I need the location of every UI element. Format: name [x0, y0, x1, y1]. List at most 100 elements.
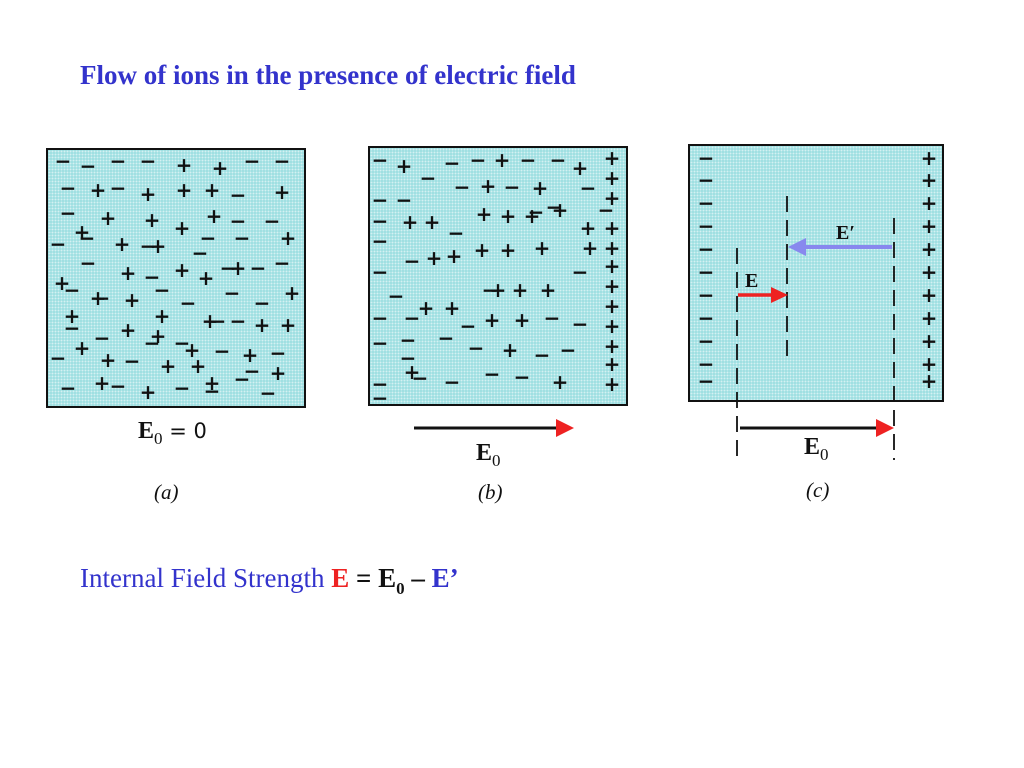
caption-a: (a) — [154, 480, 179, 504]
negative-ion-symbol: − — [259, 381, 277, 405]
positive-ion-symbol: + — [603, 372, 621, 396]
negative-ion-symbol: − — [143, 331, 161, 355]
positive-ion-symbol: + — [63, 304, 81, 328]
positive-ion-symbol: + — [603, 236, 621, 260]
negative-ion-symbol: − — [597, 198, 615, 222]
negative-ion-symbol: − — [209, 309, 227, 333]
negative-ion-symbol: − — [273, 251, 291, 275]
positive-ion-symbol: + — [603, 254, 621, 278]
negative-ion-symbol: − — [229, 183, 247, 207]
positive-ion-symbol: + — [175, 153, 193, 177]
positive-ion-symbol: + — [253, 313, 271, 337]
negative-ion-symbol: − — [403, 306, 421, 330]
negative-ion-symbol: − — [153, 278, 171, 302]
negative-ion-symbol: − — [399, 346, 417, 370]
negative-ion-symbol: − — [263, 209, 281, 233]
positive-ion-symbol: + — [279, 313, 297, 337]
positive-ion-symbol: + — [493, 148, 511, 172]
positive-ion-symbol: + — [99, 348, 117, 372]
positive-ion-symbol: + — [920, 329, 938, 353]
negative-ion-symbol: − — [371, 260, 389, 284]
positive-ion-symbol: + — [89, 178, 107, 202]
counter-field-label: E′ — [836, 222, 855, 244]
negative-ion-symbol: − — [387, 284, 405, 308]
positive-ion-symbol: + — [119, 318, 137, 342]
positive-ion-symbol: + — [581, 236, 599, 260]
positive-ion-symbol: + — [539, 278, 557, 302]
positive-ion-symbol: + — [501, 338, 519, 362]
negative-ion-symbol: − — [533, 343, 551, 367]
negative-ion-symbol: − — [559, 338, 577, 362]
negative-ion-symbol: − — [253, 291, 271, 315]
positive-ion-symbol: + — [73, 220, 91, 244]
positive-ion-symbol: + — [99, 206, 117, 230]
positive-ion-symbol: + — [920, 214, 938, 238]
positive-ion-symbol: + — [201, 309, 219, 333]
negative-ion-symbol: − — [399, 328, 417, 352]
negative-ion-symbol: − — [123, 349, 141, 373]
positive-ion-symbol: + — [425, 246, 443, 270]
positive-ion-symbol: + — [153, 304, 171, 328]
negative-ion-symbol: − — [513, 365, 531, 389]
internal-field-label: E — [745, 270, 759, 292]
negative-ion-symbol: − — [697, 146, 715, 170]
positive-ion-symbol: + — [603, 334, 621, 358]
negative-ion-symbol: − — [371, 386, 389, 410]
negative-ion-symbol: − — [443, 370, 461, 394]
positive-ion-symbol: + — [571, 156, 589, 180]
ion-panel-c: −−−−−−−−−−−+++++++++++ — [688, 144, 944, 402]
positive-ion-symbol: + — [920, 283, 938, 307]
positive-ion-symbol: + — [203, 371, 221, 395]
positive-ion-symbol: + — [443, 296, 461, 320]
negative-ion-symbol: − — [219, 256, 237, 280]
negative-ion-symbol: − — [229, 209, 247, 233]
positive-ion-symbol: + — [479, 174, 497, 198]
negative-ion-symbol: − — [173, 331, 191, 355]
positive-ion-symbol: + — [423, 210, 441, 234]
positive-ion-symbol: + — [920, 146, 938, 170]
negative-ion-symbol: − — [411, 366, 429, 390]
internal-field-arrow-head — [771, 287, 788, 303]
negative-ion-symbol: − — [371, 209, 389, 233]
positive-ion-symbol: + — [149, 324, 167, 348]
positive-ion-symbol: + — [920, 260, 938, 284]
positive-ion-symbol: + — [523, 204, 541, 228]
positive-ion-symbol: + — [603, 216, 621, 240]
positive-ion-symbol: + — [279, 226, 297, 250]
positive-ion-symbol: + — [499, 238, 517, 262]
slide-title: Flow of ions in the presence of electric… — [80, 60, 576, 90]
negative-ion-symbol: − — [527, 200, 545, 224]
counter-field-arrow-head — [788, 238, 806, 256]
negative-ion-symbol: − — [93, 286, 111, 310]
formula-E0: E — [378, 563, 397, 593]
positive-ion-symbol: + — [603, 352, 621, 376]
negative-ion-symbol: − — [79, 251, 97, 275]
positive-ion-symbol: + — [483, 308, 501, 332]
ion-panel-a: −−−−−−−−−−−−−−−−−−−−−−−−−−−−−−−−−−−−−−−−… — [46, 148, 306, 408]
positive-ion-symbol: + — [445, 244, 463, 268]
positive-ion-symbol: + — [920, 306, 938, 330]
negative-ion-symbol: − — [697, 214, 715, 238]
positive-ion-symbol: + — [603, 314, 621, 338]
negative-ion-symbol: − — [395, 188, 413, 212]
negative-ion-symbol: − — [273, 149, 291, 173]
negative-ion-symbol: − — [63, 278, 81, 302]
negative-ion-symbol: − — [697, 283, 715, 307]
positive-ion-symbol: + — [475, 202, 493, 226]
negative-ion-symbol: − — [243, 149, 261, 173]
negative-ion-symbol: − — [243, 359, 261, 383]
negative-ion-symbol: − — [143, 265, 161, 289]
negative-ion-symbol: − — [269, 341, 287, 365]
positive-ion-symbol: + — [920, 168, 938, 192]
positive-ion-symbol: + — [175, 178, 193, 202]
positive-ion-symbol: + — [119, 261, 137, 285]
negative-ion-symbol: − — [109, 149, 127, 173]
positive-ion-symbol: + — [513, 308, 531, 332]
negative-ion-symbol: − — [371, 148, 389, 172]
negative-ion-symbol: − — [419, 166, 437, 190]
negative-ion-symbol: − — [437, 326, 455, 350]
negative-ion-symbol: − — [233, 367, 251, 391]
negative-ion-symbol: − — [697, 306, 715, 330]
negative-ion-symbol: − — [63, 316, 81, 340]
positive-ion-symbol: + — [159, 354, 177, 378]
